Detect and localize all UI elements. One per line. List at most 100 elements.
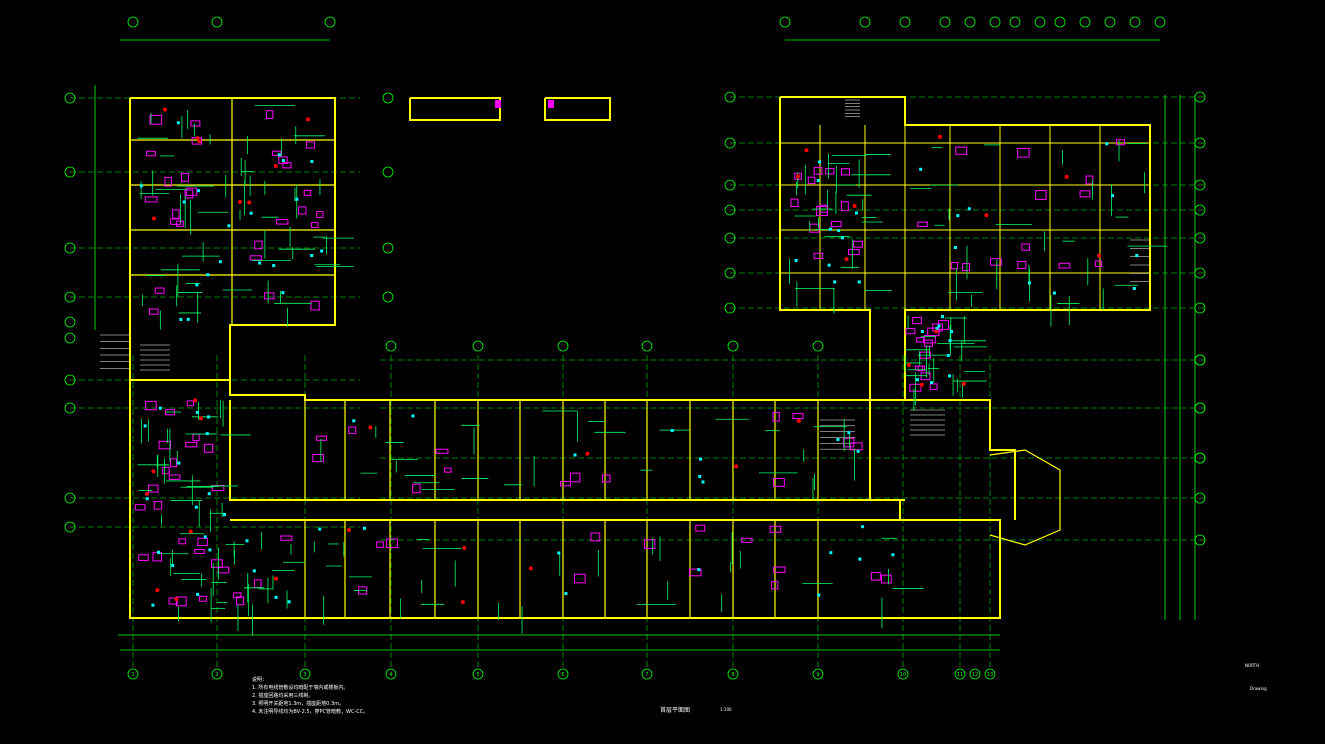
furniture <box>870 572 881 581</box>
fixture <box>950 330 954 334</box>
axis-bubble <box>1194 402 1206 414</box>
outlet <box>151 469 156 474</box>
fixture <box>310 254 314 258</box>
fixture <box>699 457 703 461</box>
furniture <box>847 249 860 256</box>
axis-bubble <box>127 668 139 680</box>
fixture <box>858 557 862 561</box>
furniture <box>905 328 916 335</box>
axis-bubble-label: 3 <box>303 672 306 678</box>
outlet <box>934 329 939 334</box>
furniture <box>1058 262 1071 269</box>
staircase <box>845 99 860 117</box>
axis-bubble <box>382 166 394 178</box>
furniture <box>962 263 971 272</box>
axis-bubble <box>897 668 909 680</box>
furniture <box>185 187 198 196</box>
furniture <box>194 549 205 555</box>
fixture <box>206 415 210 419</box>
furniture <box>158 440 172 450</box>
outlet <box>796 174 801 179</box>
axis-bubble <box>859 16 871 28</box>
note-line: 2. 插座回路均采用三线制。 <box>252 693 314 699</box>
furniture <box>695 524 706 532</box>
fixture <box>941 315 945 319</box>
fixture <box>179 317 183 321</box>
fixture <box>948 374 952 378</box>
axis-bubble <box>1194 492 1206 504</box>
axis-bubble <box>1194 302 1206 314</box>
axis-bubble <box>1194 204 1206 216</box>
axis-bubble <box>964 16 976 28</box>
furniture <box>1079 190 1091 198</box>
furniture <box>148 308 159 315</box>
fixture <box>274 595 278 599</box>
furniture <box>282 162 292 169</box>
furniture <box>145 400 157 411</box>
fixture <box>411 414 415 418</box>
axis-bubble <box>1054 16 1066 28</box>
furniture <box>265 110 274 119</box>
outlet <box>804 148 809 153</box>
fixture <box>151 603 155 607</box>
furniture <box>741 537 753 543</box>
fixture <box>205 432 209 436</box>
furniture <box>134 504 146 511</box>
wall <box>409 97 501 121</box>
fixture <box>157 550 161 554</box>
furniture <box>386 538 398 549</box>
furniture <box>211 484 225 492</box>
axis-bubble <box>1194 452 1206 464</box>
fixture <box>829 551 833 555</box>
outlet <box>273 576 278 581</box>
fixture <box>245 539 249 543</box>
axis-bubble <box>969 668 981 680</box>
fixture <box>816 179 820 183</box>
fixture <box>171 564 175 568</box>
fixture <box>186 317 190 321</box>
axis-bubble <box>1034 16 1046 28</box>
outlet <box>188 529 193 534</box>
fixture <box>203 535 207 539</box>
axis-bubble-label: 13 <box>987 672 993 678</box>
axis-bubble-label: 1 <box>131 672 134 678</box>
axis-bubble <box>64 492 76 504</box>
axis-bubble <box>812 668 824 680</box>
axis-bubble-label: 6 <box>561 672 564 678</box>
furniture <box>590 532 601 542</box>
axis-bubble <box>324 16 336 28</box>
furniture <box>1017 147 1030 158</box>
furniture <box>210 559 223 569</box>
axis-bubble <box>779 16 791 28</box>
axis-bubble <box>812 340 824 352</box>
fixture <box>836 438 840 442</box>
furniture <box>162 466 170 475</box>
axis-bubble-label: 7 <box>645 672 648 678</box>
fixture <box>856 449 860 453</box>
outlet <box>368 425 373 430</box>
note-line: 4. 未注明导线均为BV-2.5，穿PC管暗敷，WC-CC。 <box>252 709 369 715</box>
fixture <box>139 184 143 188</box>
fixture <box>272 264 276 268</box>
drawing-title: 首层平面图 <box>660 707 691 714</box>
outlet <box>197 139 202 144</box>
axis-bubble <box>1194 267 1206 279</box>
fixture <box>967 207 971 211</box>
fixture <box>557 551 561 555</box>
furniture <box>316 210 324 218</box>
fixture <box>218 260 222 264</box>
axis-bubble <box>64 242 76 254</box>
wall <box>229 400 905 501</box>
fixture <box>854 211 858 215</box>
furniture <box>203 443 214 453</box>
outlet <box>460 600 465 605</box>
furniture <box>175 596 187 607</box>
fixture <box>145 497 149 501</box>
fixture <box>935 326 939 330</box>
fixture <box>827 263 831 267</box>
outlet <box>195 136 200 141</box>
furniture <box>688 568 702 577</box>
notes-block: 说明： 1. 所有电线管敷设均暗配于墙内或楼板内。 2. 插座回路均采用三线制。… <box>252 676 368 716</box>
axis-bubble <box>211 16 223 28</box>
note-line: 3. 照明开关距地1.3m，插座距地0.3m。 <box>252 701 345 707</box>
